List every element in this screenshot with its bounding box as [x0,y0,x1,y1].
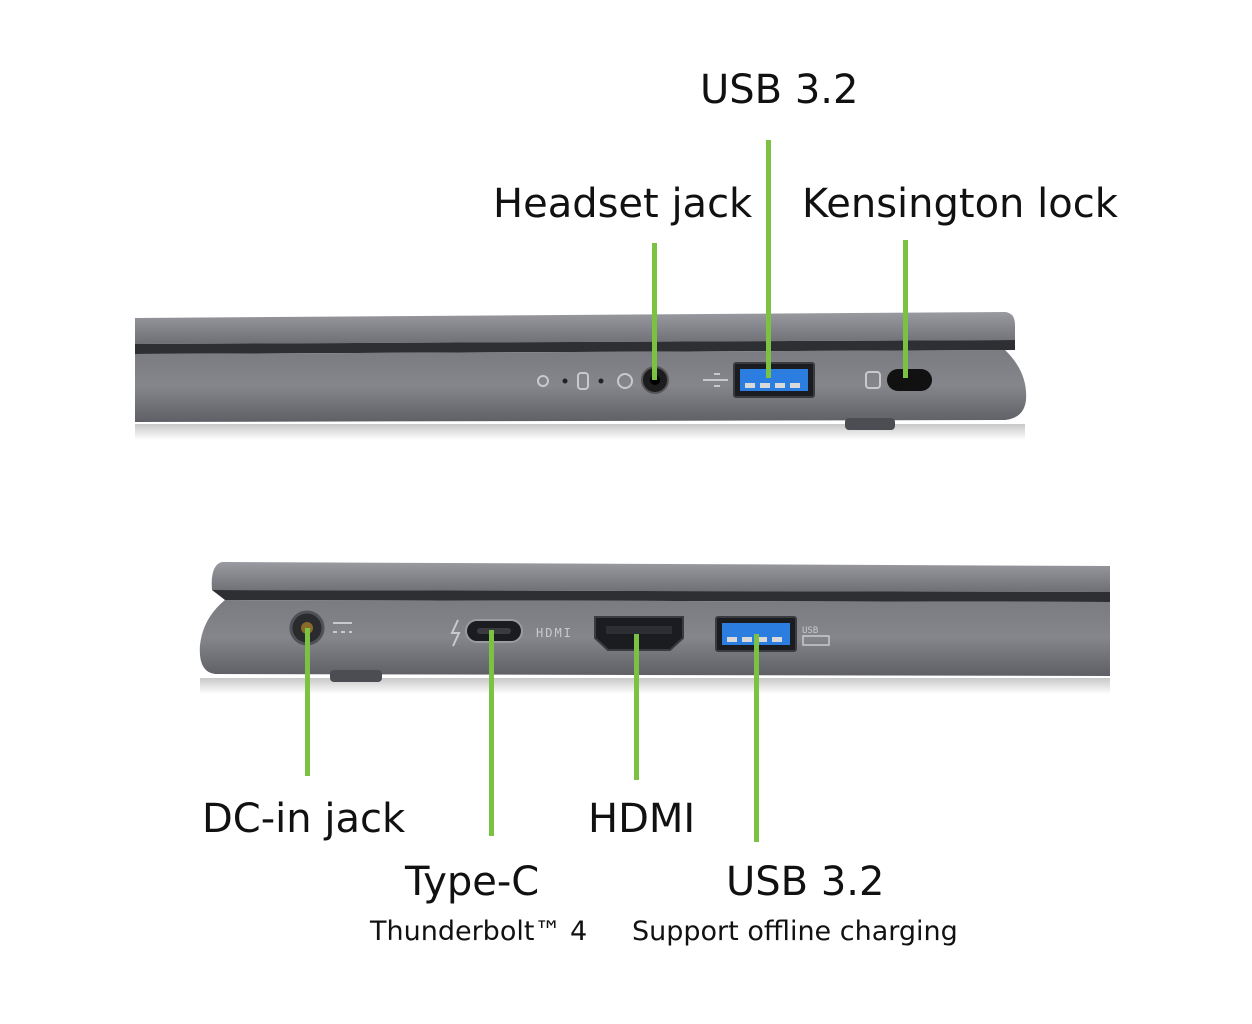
kensington-lock-slot [887,369,932,391]
label-kensington-lock: Kensington lock [802,181,1118,227]
lid-gap [212,590,1110,602]
dc-symbol-icon [333,622,352,633]
usb-pin [760,383,770,388]
shadow [135,424,1025,440]
shadow [200,678,1110,694]
label-thunderbolt: Thunderbolt™ 4 [370,916,588,947]
hdmi-logo: HDMI [536,626,573,640]
label-hdmi: HDMI [588,796,696,842]
label-usb-bottom: USB 3.2 [726,859,885,905]
leader-usb-bottom [754,634,759,842]
label-offline-charging: Support offline charging [632,916,958,947]
left-side-view: HDMI USB [199,562,1110,694]
usb-pin [775,383,785,388]
usb-symbol-icon [703,373,728,387]
usb-pin [742,637,752,642]
thunderbolt-icon [450,619,461,647]
leader-dc-in [305,628,310,776]
rubber-foot [845,418,895,430]
usb-pin [790,383,800,388]
usb-pin [745,383,755,388]
label-headset-jack: Headset jack [493,181,753,227]
usb-pin [772,637,782,642]
led-dot [562,378,568,384]
lid [135,312,1015,344]
usb-pin [757,637,767,642]
leader-headset [652,243,657,380]
leader-kensington [903,240,908,378]
battery-indicator-icon [577,372,589,390]
rubber-foot [330,670,382,682]
led-dot [598,378,604,384]
right-side-view [135,312,1027,440]
label-usb-top: USB 3.2 [700,67,859,113]
lid [211,562,1110,592]
lid-gap [135,340,1015,354]
type-c-tongue [477,628,511,634]
leader-type-c [489,630,494,836]
battery-icon [802,635,830,646]
usb-charge-logo: USB [802,626,818,636]
hdmi-tongue [606,626,672,634]
leader-hdmi [634,634,639,780]
label-type-c: Type-C [405,859,540,905]
lock-icon [865,371,881,389]
label-dc-in-jack: DC-in jack [202,796,406,842]
leader-usb-top [766,140,771,378]
usb-pin [727,637,737,642]
headset-icon [617,373,633,389]
power-indicator-icon [537,375,549,387]
